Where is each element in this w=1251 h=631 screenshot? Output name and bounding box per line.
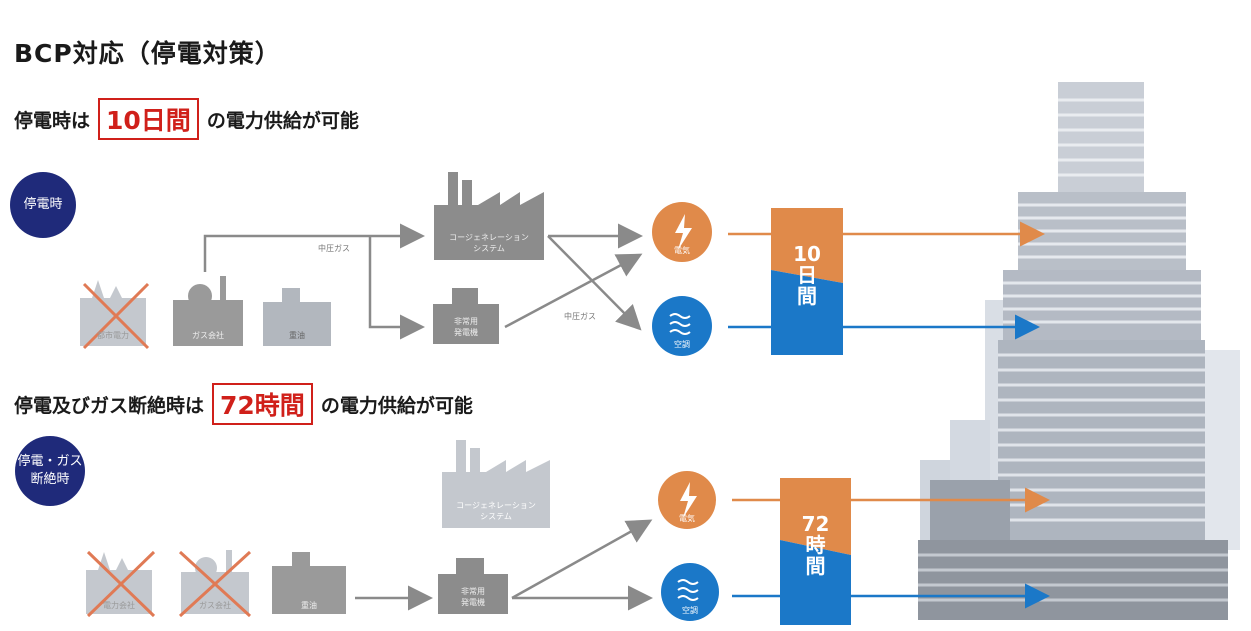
highlight-10-days: 10日間	[98, 98, 199, 140]
gas-label-mid: 中圧ガス	[564, 312, 596, 321]
label-gas-company-2: ガス会社	[199, 601, 231, 610]
headline-outage-gas: 停電及びガス断絶時は 72時間 の電力供給が可能	[14, 383, 473, 425]
bar-10-days	[771, 208, 843, 355]
factory-icon	[434, 172, 544, 260]
label-power-company-2: 電力会社	[103, 601, 135, 610]
label-gas-company-1: ガス会社	[192, 331, 224, 340]
cross-mark-power	[82, 282, 150, 350]
electricity-output-2	[658, 471, 716, 529]
badge-outage: 停電時	[10, 172, 76, 238]
label-generator-1-line2: 発電機	[454, 328, 478, 337]
label-oil-1: 重油	[289, 331, 305, 340]
bar-72-hours-char2: 間	[805, 554, 826, 578]
label-aircon-2: 空調	[682, 606, 698, 615]
electricity-output-1	[652, 202, 712, 262]
wind-icon	[669, 313, 691, 335]
label-generator-2: 非常用 発電機	[438, 586, 508, 608]
label-generator-1: 非常用 発電機	[433, 316, 499, 338]
generator-icon	[438, 558, 508, 614]
headline-outage-prefix: 停電時は	[14, 109, 91, 132]
label-cogeneration-1-line2: システム	[473, 244, 505, 253]
bar-10-days-char2: 間	[797, 284, 817, 308]
bar-72-hours-num: 72	[801, 512, 830, 536]
cross-mark-power-2	[86, 550, 156, 618]
factory-icon	[442, 440, 550, 528]
badge-outage-gas-line1: 停電・ガス	[17, 454, 83, 470]
bar-10-days-text: 10 日 間	[771, 244, 843, 307]
oil-tank-icon	[272, 552, 346, 614]
building-icon	[918, 82, 1240, 620]
label-cogeneration-2-line2: システム	[480, 512, 512, 521]
headline-outage-gas-prefix: 停電及びガス断絶時は	[14, 394, 205, 417]
label-cogeneration-1: コージェネレーション システム	[434, 232, 544, 254]
label-generator-1-line1: 非常用	[454, 317, 478, 326]
oil-tank-icon	[263, 288, 331, 346]
gas-label-top: 中圧ガス	[318, 244, 350, 253]
label-generator-2-line2: 発電機	[461, 598, 485, 607]
label-power-company-1: 都市電力	[97, 331, 129, 340]
lightning-icon	[680, 482, 697, 518]
highlight-72-hours: 72時間	[212, 383, 313, 425]
bar-10-days-num: 10	[793, 242, 821, 266]
badge-outage-gas-line2: 断絶時	[30, 472, 70, 487]
bar-72-hours-char1: 時	[805, 533, 826, 557]
label-cogeneration-2-line1: コージェネレーション	[456, 501, 536, 510]
label-cogeneration-1-line1: コージェネレーション	[449, 233, 529, 242]
wind-icon	[677, 579, 699, 601]
gas-plant-icon	[181, 550, 249, 614]
page-title: BCP対応（停電対策）	[14, 39, 281, 68]
gas-plant-icon	[173, 276, 243, 346]
lightning-icon	[675, 214, 692, 250]
label-electricity-2: 電気	[679, 514, 695, 523]
label-aircon-1: 空調	[674, 340, 690, 349]
headline-outage-suffix: の電力供給が可能	[206, 109, 359, 132]
badge-outage-gas: 停電・ガス 断絶時	[15, 436, 85, 506]
generator-icon	[433, 288, 499, 344]
headline-outage-gas-suffix: の電力供給が可能	[320, 394, 473, 417]
label-cogeneration-2: コージェネレーション システム	[442, 500, 550, 522]
badge-outage-label: 停電時	[23, 197, 63, 213]
bar-72-hours	[780, 478, 851, 625]
cross-mark-gas	[178, 550, 252, 618]
label-oil-2: 重油	[301, 601, 317, 610]
aircon-output-2	[661, 563, 719, 621]
label-generator-2-line1: 非常用	[461, 587, 485, 596]
headline-outage: 停電時は 10日間 の電力供給が可能	[14, 98, 359, 140]
bar-10-days-char1: 日	[797, 263, 817, 287]
label-electricity-1: 電気	[674, 246, 690, 255]
power-plant-icon	[80, 280, 146, 346]
aircon-output-1	[652, 296, 712, 356]
bar-72-hours-text: 72 時 間	[780, 514, 851, 577]
